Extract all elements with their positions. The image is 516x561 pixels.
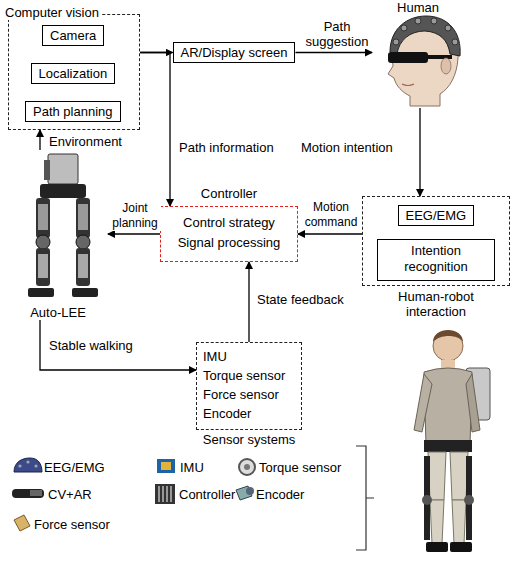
edge-label: Path information [178,140,275,155]
process-box: Camera [42,25,104,46]
connector-arrow [419,108,420,196]
connector-arrow [39,130,40,150]
sensor-group: IMUTorque sensorForce sensorEncoderSenso… [196,342,302,430]
connector-arrow [295,52,372,53]
connector-arrow [140,53,170,207]
edge-label: Motion command [300,200,362,230]
human-figure: Human [372,0,464,108]
legend-text: Force sensor [34,517,110,532]
node-text: Torque sensor [197,366,301,385]
process-box: Intention recognition [377,239,495,281]
node-text: Computer vision [3,5,101,20]
process-box: Localization [31,63,116,84]
legend-text: IMU [180,460,204,475]
dashed-group: Human-robot interactionEEG/EMGIntention … [362,196,510,286]
legend-icons [12,458,255,531]
node-text: Human-robot interaction [363,289,509,319]
legend-text: Controller [179,487,235,502]
node-text: Human [372,0,464,15]
bracket [356,446,374,550]
node-text: Localization [32,64,115,83]
node-text: Intention recognition [378,240,494,278]
controller-box: ControllerControl strategy Signal proces… [160,206,298,262]
node-text: Force sensor [197,385,301,404]
human-head [388,16,460,106]
robot-figure: Auto-LEE [8,150,108,320]
connector-arrow [248,262,249,342]
node-text: Camera [43,26,103,45]
node-text: Path planning [26,102,120,121]
edge-label: Stable walking [48,338,134,353]
connector-arrow [298,233,362,234]
node-text: Controller [161,186,297,201]
dashed-group: Computer visionCameraLocalizationPath pl… [8,14,140,130]
human-with-exoskeleton [414,330,490,552]
node-text: Control strategy Signal processing [161,207,297,259]
node-text: Encoder [197,404,301,423]
process-box: Path planning [25,101,121,122]
legend-text: Encoder [256,487,304,502]
legend-text: Torque sensor [259,460,341,475]
connector-arrow [40,320,196,370]
legend-text: CV+AR [48,487,92,502]
process-box: EEG/EMG [398,205,475,226]
edge-label: State feedback [256,292,345,307]
legend-text: EEG/EMG [44,460,105,475]
edge-label: Motion intention [300,140,394,155]
edge-label: Joint planning [109,201,161,231]
node-text: Auto-LEE [8,305,108,320]
node-text: IMU [197,343,301,366]
node-text: EEG/EMG [399,206,474,225]
node-text: AR/Display screen [174,43,295,62]
display-box: AR/Display screen [173,42,296,63]
edge-label: Environment [48,134,123,149]
node-text: Sensor systems [197,432,301,447]
connector-arrow [108,233,160,234]
exoskeleton-robot [28,154,98,297]
edge-label: Path suggestion [300,19,374,49]
